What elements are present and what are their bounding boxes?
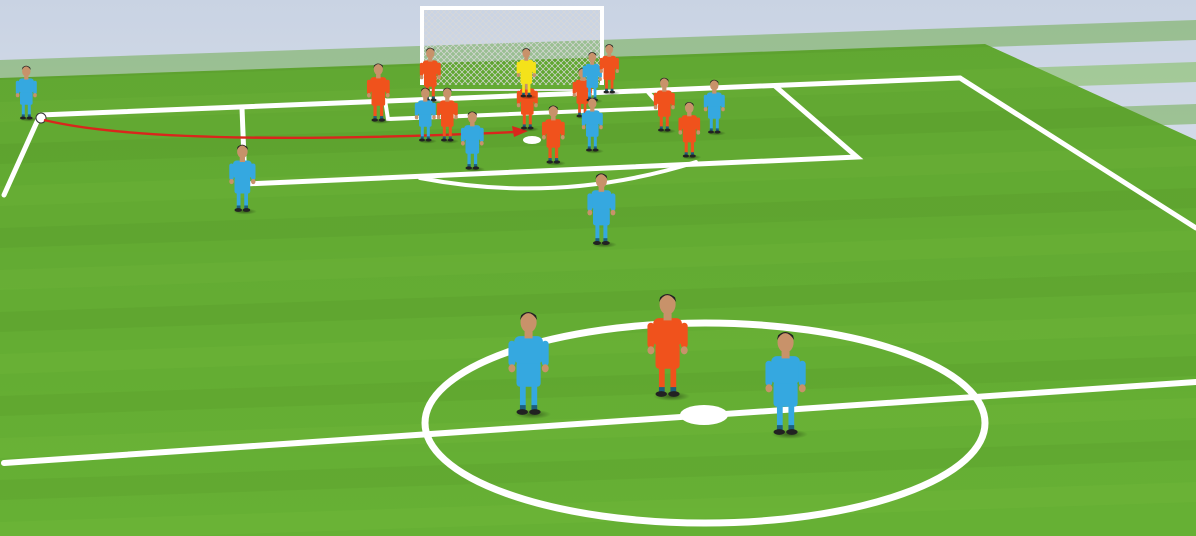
center-spot [680, 405, 728, 425]
pitch [0, 20, 1196, 536]
penalty-spot [523, 136, 541, 144]
goal [422, 8, 602, 90]
corner-flag [36, 113, 46, 123]
goal-net [422, 8, 602, 85]
